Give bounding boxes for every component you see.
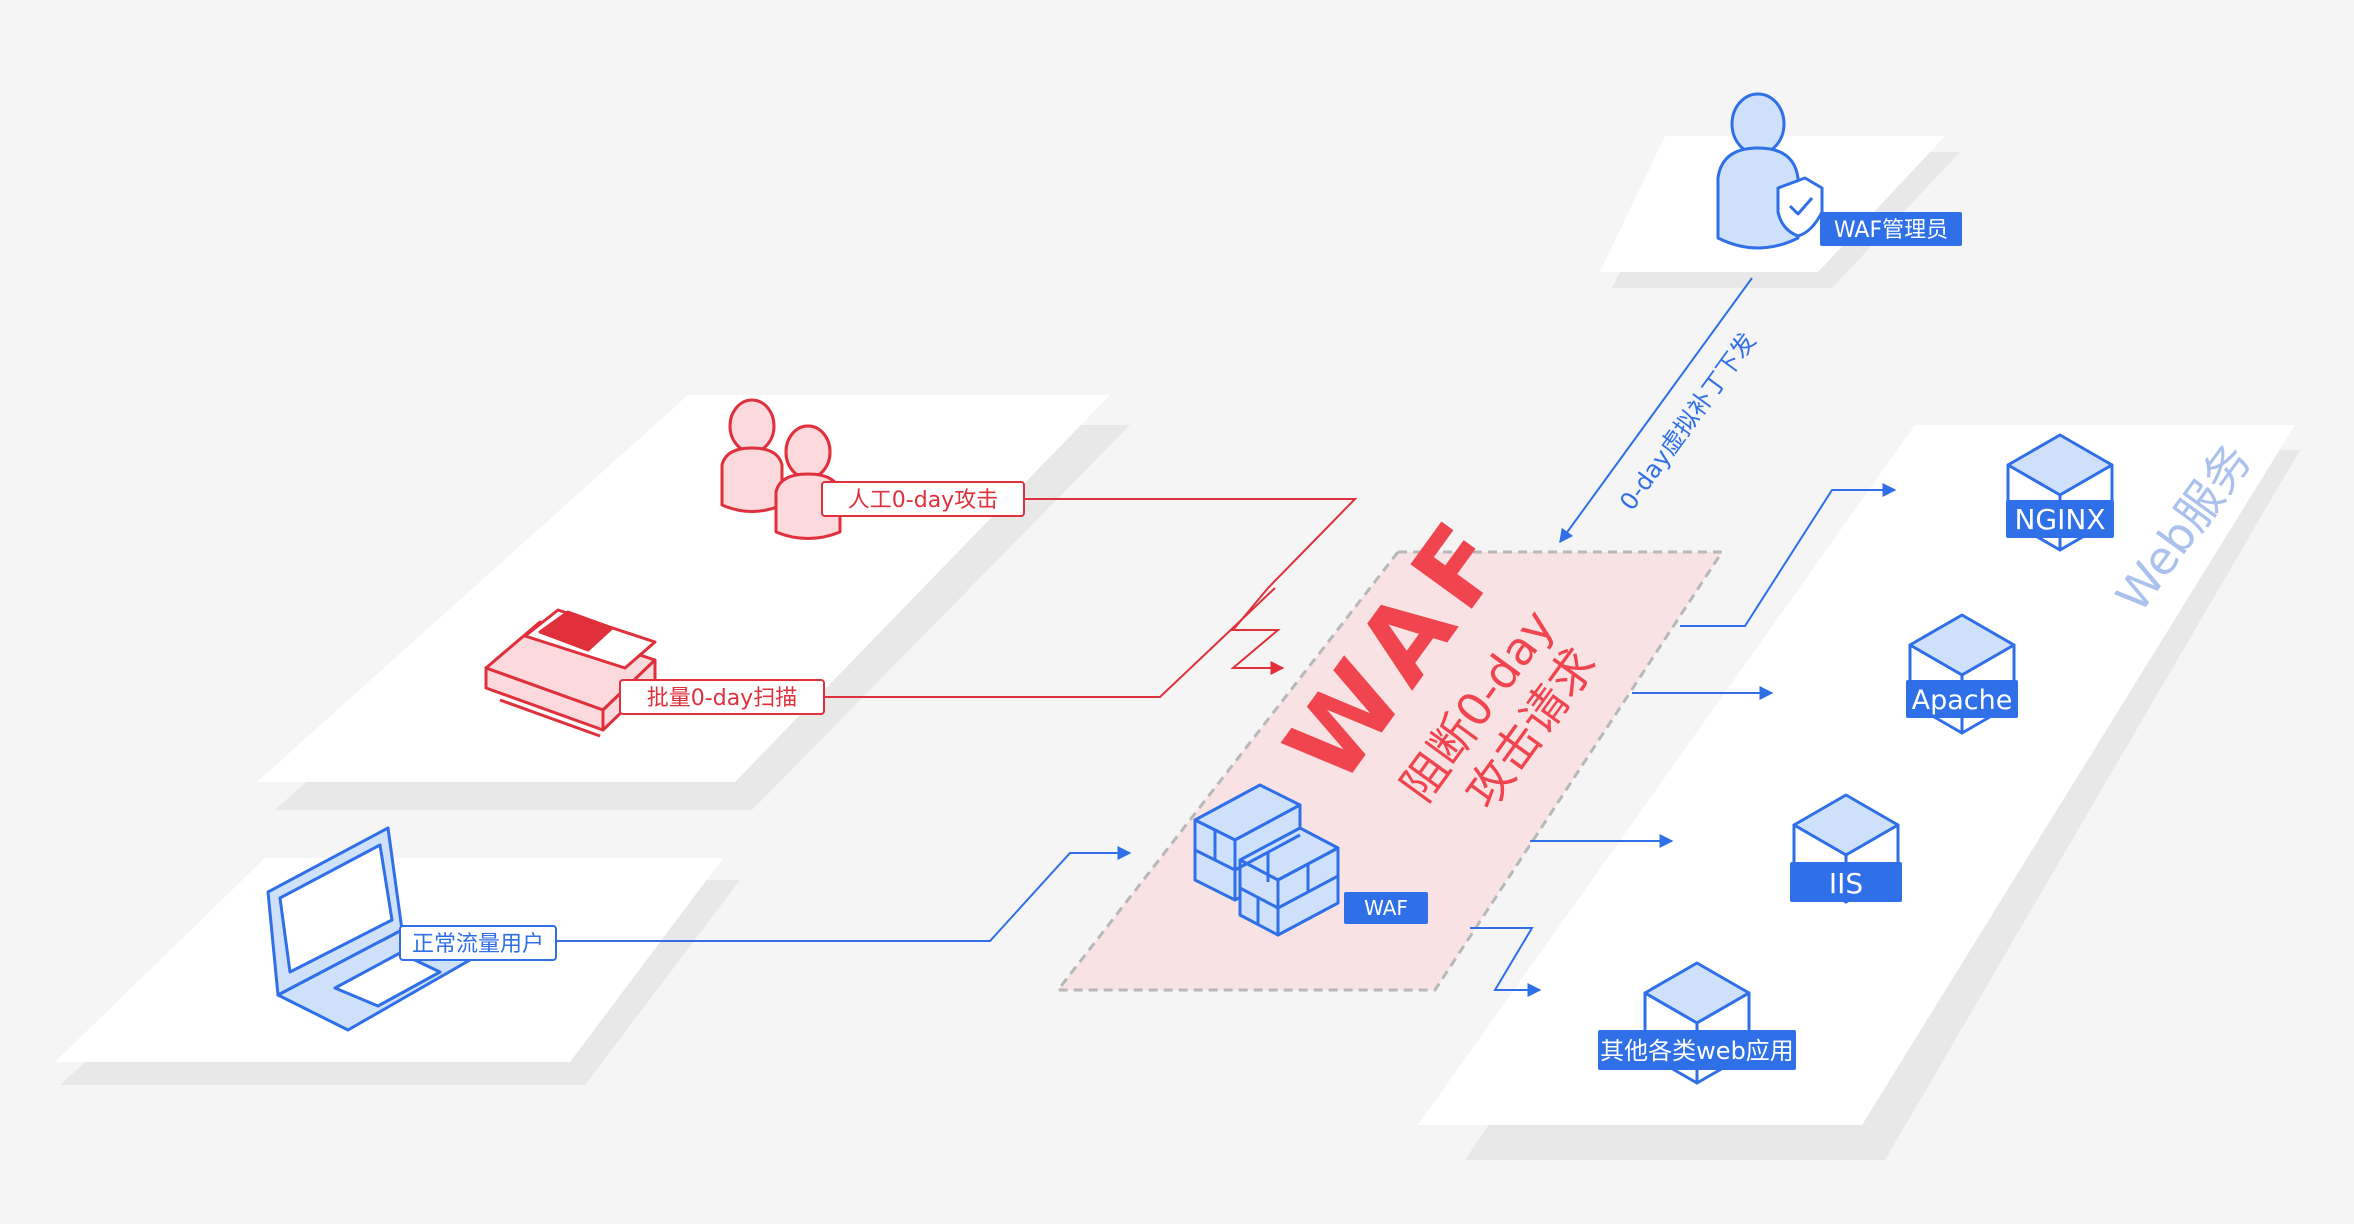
batch-scan-label: 批量0-day扫描 — [647, 686, 797, 711]
user-shield-icon — [1716, 92, 1824, 250]
other-web-label: 其他各类web应用 — [1600, 1037, 1794, 1065]
batch-scan-line — [824, 587, 1276, 698]
admin-tag: WAF管理员 — [1820, 212, 1962, 246]
manual-attack-tag: 人工0-day攻击 — [821, 481, 1025, 517]
to-nginx-arrow — [1680, 483, 1897, 627]
to-other-arrow — [1470, 927, 1542, 997]
normal-traffic-line — [556, 846, 1132, 942]
apache-server: Apache — [1906, 613, 2018, 735]
iis-server: IIS — [1790, 793, 1902, 904]
normal-user-tag: 正常流量用户 — [399, 925, 557, 961]
manual-attack-label: 人工0-day攻击 — [848, 488, 998, 513]
attacker-panel — [257, 395, 1130, 810]
patch-label: 0-day虚拟补丁下发 — [1614, 327, 1761, 515]
apache-label: Apache — [1912, 685, 2013, 716]
nginx-server: NGINX — [2006, 433, 2114, 552]
iis-label: IIS — [1829, 867, 1863, 900]
waf-small-label: WAF — [1364, 896, 1408, 920]
brick-wall-icon — [1193, 783, 1340, 937]
scanner-icon — [484, 608, 657, 738]
normal-user-label: 正常流量用户 — [412, 932, 544, 957]
manual-attack-line — [1024, 498, 1358, 675]
other-web-server: 其他各类web应用 — [1598, 961, 1796, 1085]
nginx-label: NGINX — [2014, 503, 2105, 536]
batch-scan-tag: 批量0-day扫描 — [619, 679, 825, 715]
waf-small-tag: WAF — [1344, 892, 1428, 924]
patch-arrow — [1559, 277, 1753, 544]
admin-label: WAF管理员 — [1834, 218, 1948, 243]
